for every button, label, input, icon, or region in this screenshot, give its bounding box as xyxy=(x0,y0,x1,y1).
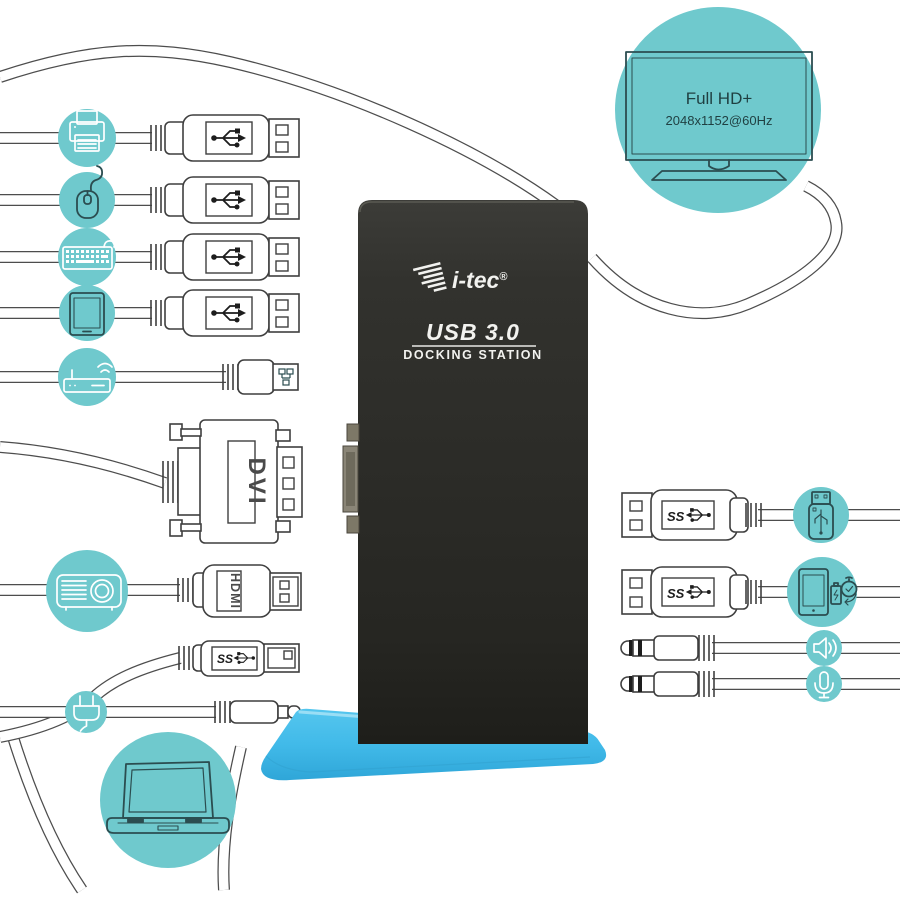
hdmi-label: HDMI xyxy=(228,573,242,609)
printer-icon xyxy=(69,110,105,152)
ss-label: SS xyxy=(667,586,685,601)
usb-flash-badge xyxy=(793,487,849,543)
router-icon xyxy=(63,362,113,393)
monitor-res-line1: Full HD+ xyxy=(686,89,753,108)
cable-bottom-left-arc xyxy=(6,732,87,894)
monitor-icon xyxy=(625,51,813,181)
battery-icon xyxy=(830,582,842,605)
laptop-badge xyxy=(100,732,236,868)
brand-text: i-tec® xyxy=(452,267,508,293)
smartphone-icon xyxy=(798,568,829,616)
usb-a-connectors xyxy=(150,114,300,337)
row-cables-left xyxy=(0,132,226,743)
power-plug-badge xyxy=(65,691,107,733)
usb3-a-connector-right: SS xyxy=(621,489,762,541)
router-badge xyxy=(58,348,116,406)
monitor-res-line2: 2048x1152@60Hz xyxy=(666,113,773,128)
itec-logo-swoosh xyxy=(412,261,447,292)
audio-jack-connector xyxy=(620,671,715,697)
printer-badge xyxy=(58,109,116,167)
vga-port xyxy=(342,423,360,534)
keyboard-icon xyxy=(62,240,116,270)
ethernet-connector xyxy=(222,359,299,395)
usb-a-connector xyxy=(150,289,300,337)
usb-a-connector xyxy=(150,176,300,224)
projector-badge xyxy=(46,550,128,632)
quick-charge-clock-icon xyxy=(840,576,858,606)
ss-label: SS xyxy=(217,652,233,666)
ss-label: SS xyxy=(667,509,685,524)
usb-a-connector xyxy=(150,114,300,162)
dock-model: USB 3.0 xyxy=(426,319,520,345)
audio-jack-connector xyxy=(620,635,715,661)
cable-top-arc xyxy=(0,44,561,211)
projector-icon xyxy=(56,574,122,611)
dvi-thumbscrews xyxy=(169,423,291,537)
dc-power-connector xyxy=(214,700,301,724)
usb-a-connector xyxy=(150,233,300,281)
usb3-a-connector-right: SS xyxy=(621,566,762,618)
speaker-icon xyxy=(813,637,837,659)
speaker-badge xyxy=(806,630,842,666)
keyboard-badge xyxy=(58,228,116,286)
power-plug-icon xyxy=(73,695,100,732)
tablet-badge xyxy=(59,285,115,341)
mouse-badge xyxy=(59,165,115,228)
dvi-connector: DVI xyxy=(162,419,303,544)
monitor-badge: Full HD+ 2048x1152@60Hz xyxy=(615,7,821,213)
microphone-icon xyxy=(814,671,834,699)
fast-charge-badge xyxy=(787,557,858,627)
dvi-label: DVI xyxy=(243,457,270,506)
cable-monitor-loop xyxy=(587,180,843,320)
microphone-badge xyxy=(806,666,842,702)
hdmi-connector: HDMI xyxy=(177,564,302,618)
docking-station: i-tec® USB 3.0 DOCKING STATION xyxy=(342,200,588,744)
tablet-icon xyxy=(69,292,105,336)
mouse-icon xyxy=(76,165,104,219)
usb-flash-drive-icon xyxy=(808,491,834,540)
usb3-b-connector: SS xyxy=(178,640,300,677)
network-icon xyxy=(278,368,294,386)
itec-logo: i-tec® xyxy=(412,261,508,293)
laptop-icon xyxy=(106,761,230,834)
dock-sublabel: DOCKING STATION xyxy=(403,348,543,362)
